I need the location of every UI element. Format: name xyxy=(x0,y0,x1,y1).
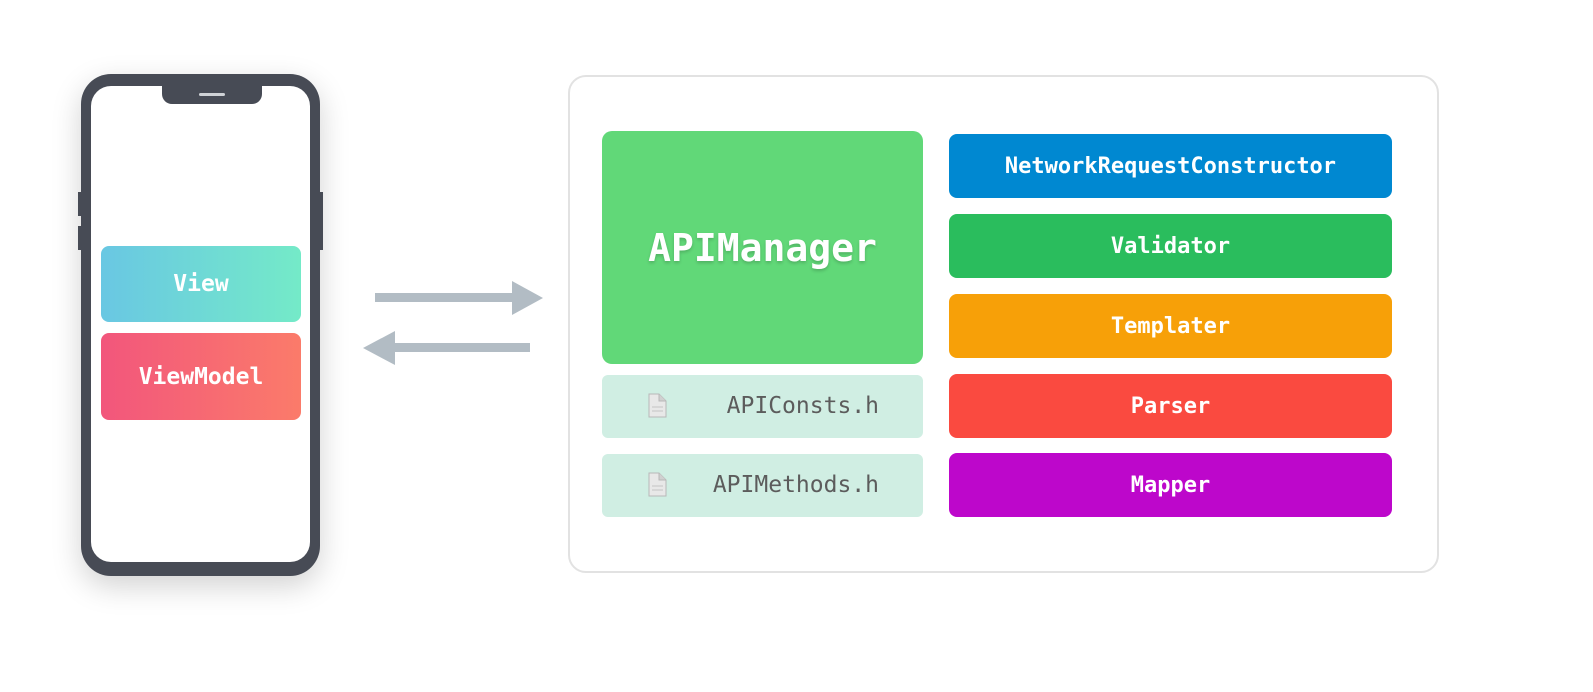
component-network-request-constructor: NetworkRequestConstructor xyxy=(949,134,1392,198)
arrow-left-icon xyxy=(363,331,530,365)
component-templater: Templater xyxy=(949,294,1392,358)
phone-device: View ViewModel xyxy=(81,74,320,576)
component-validator: Validator xyxy=(949,214,1392,278)
phone-volume-down-button xyxy=(78,226,82,250)
view-block: View xyxy=(101,246,301,322)
api-manager-block: APIManager xyxy=(602,131,923,364)
viewmodel-block: ViewModel xyxy=(101,333,301,420)
phone-speaker xyxy=(199,93,225,96)
file-item-apimethods: APIMethods.h xyxy=(602,454,923,517)
file-label: APIMethods.h xyxy=(712,472,879,498)
phone-volume-up-button xyxy=(78,192,82,216)
phone-screen: View ViewModel xyxy=(91,86,310,562)
component-parser: Parser xyxy=(949,374,1392,438)
file-label: APIConsts.h xyxy=(726,393,879,419)
phone-notch xyxy=(162,86,262,104)
file-icon xyxy=(648,472,667,497)
arrows-group xyxy=(363,281,543,365)
component-mapper: Mapper xyxy=(949,453,1392,517)
phone-power-button xyxy=(319,192,323,250)
arrow-right-icon xyxy=(375,281,543,315)
file-icon xyxy=(648,393,667,418)
file-item-apiconsts: APIConsts.h xyxy=(602,375,923,438)
